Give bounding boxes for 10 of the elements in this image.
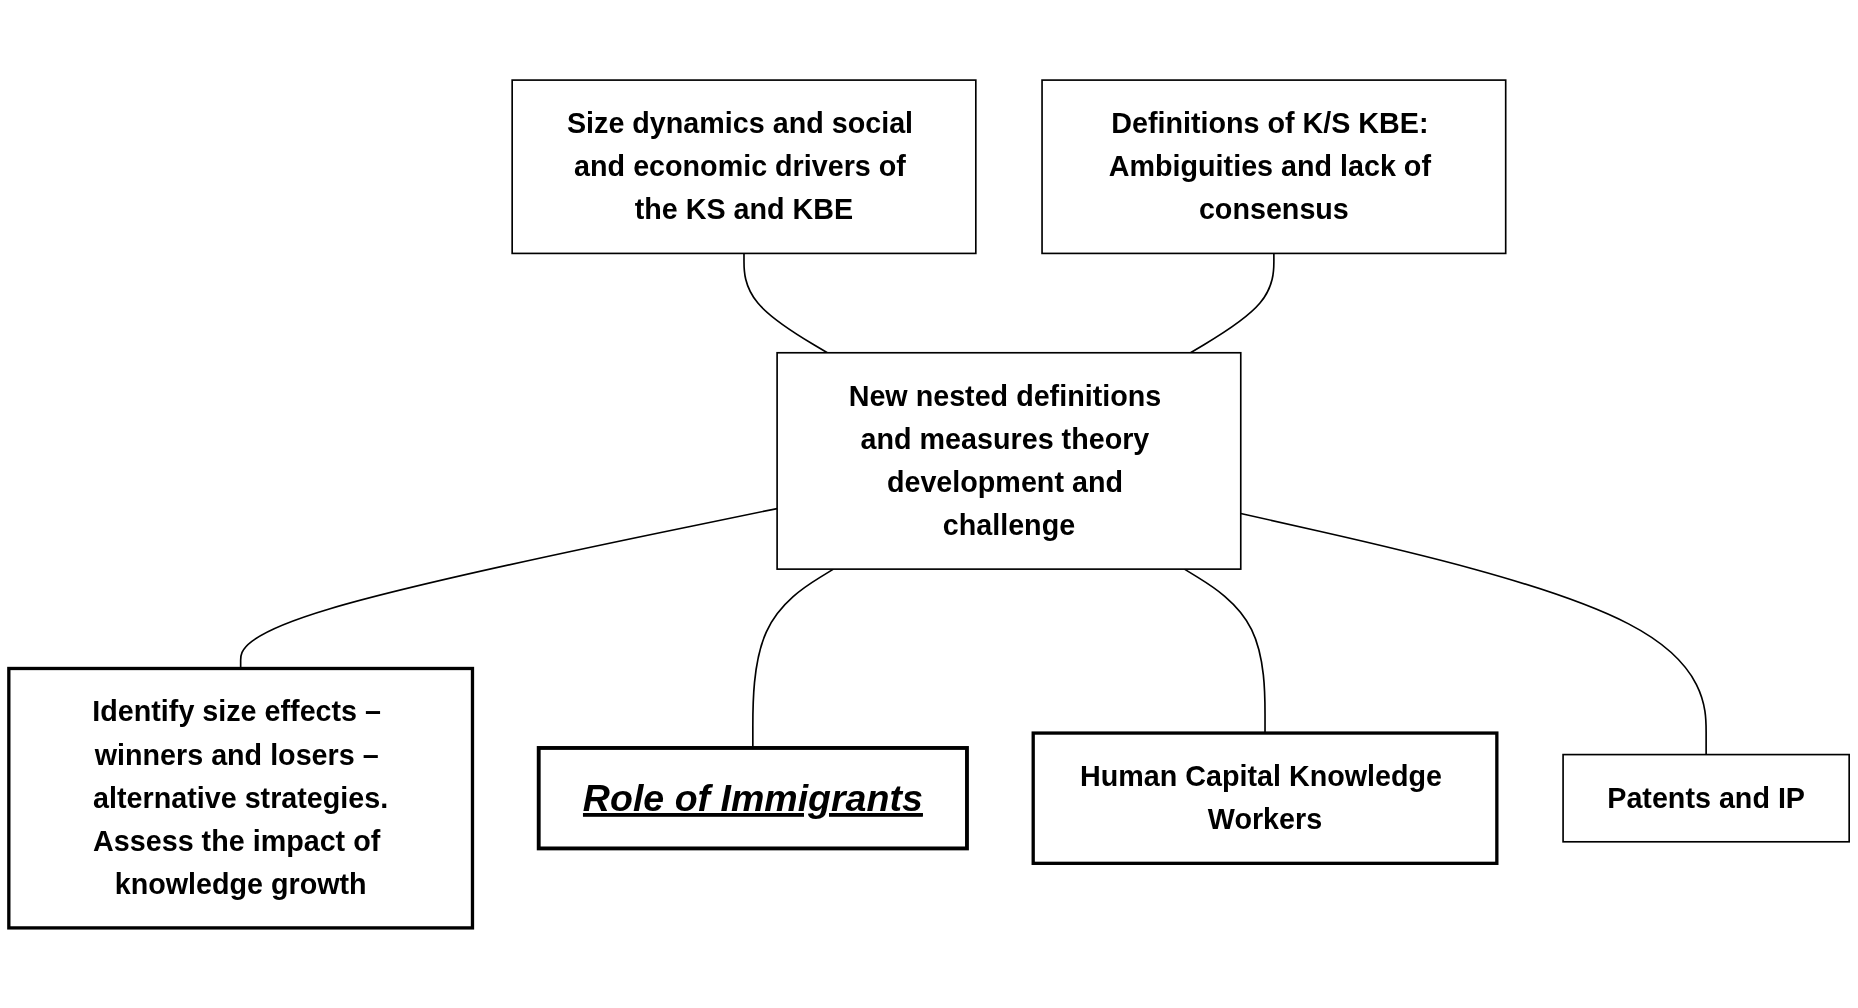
node-box: Role of Immigrants xyxy=(536,746,969,851)
connector xyxy=(1183,568,1266,734)
connector xyxy=(1189,252,1275,354)
node-box: Human Capital Knowledge Workers xyxy=(1031,731,1499,865)
node-box: Definitions of K/S KBE: Ambiguities and lack of consensus xyxy=(1041,79,1507,255)
node-box: Identify size effects – winners and losers – alternative strategies. Assess the impact of knowledge growth xyxy=(7,666,475,930)
node-box: New nested definitions and measures theory development and challenge xyxy=(776,351,1242,570)
node-box: Size dynamics and social and economic drivers of the KS and KBE xyxy=(511,79,977,255)
node-box: Patents and IP xyxy=(1562,753,1850,843)
connector xyxy=(743,252,829,354)
